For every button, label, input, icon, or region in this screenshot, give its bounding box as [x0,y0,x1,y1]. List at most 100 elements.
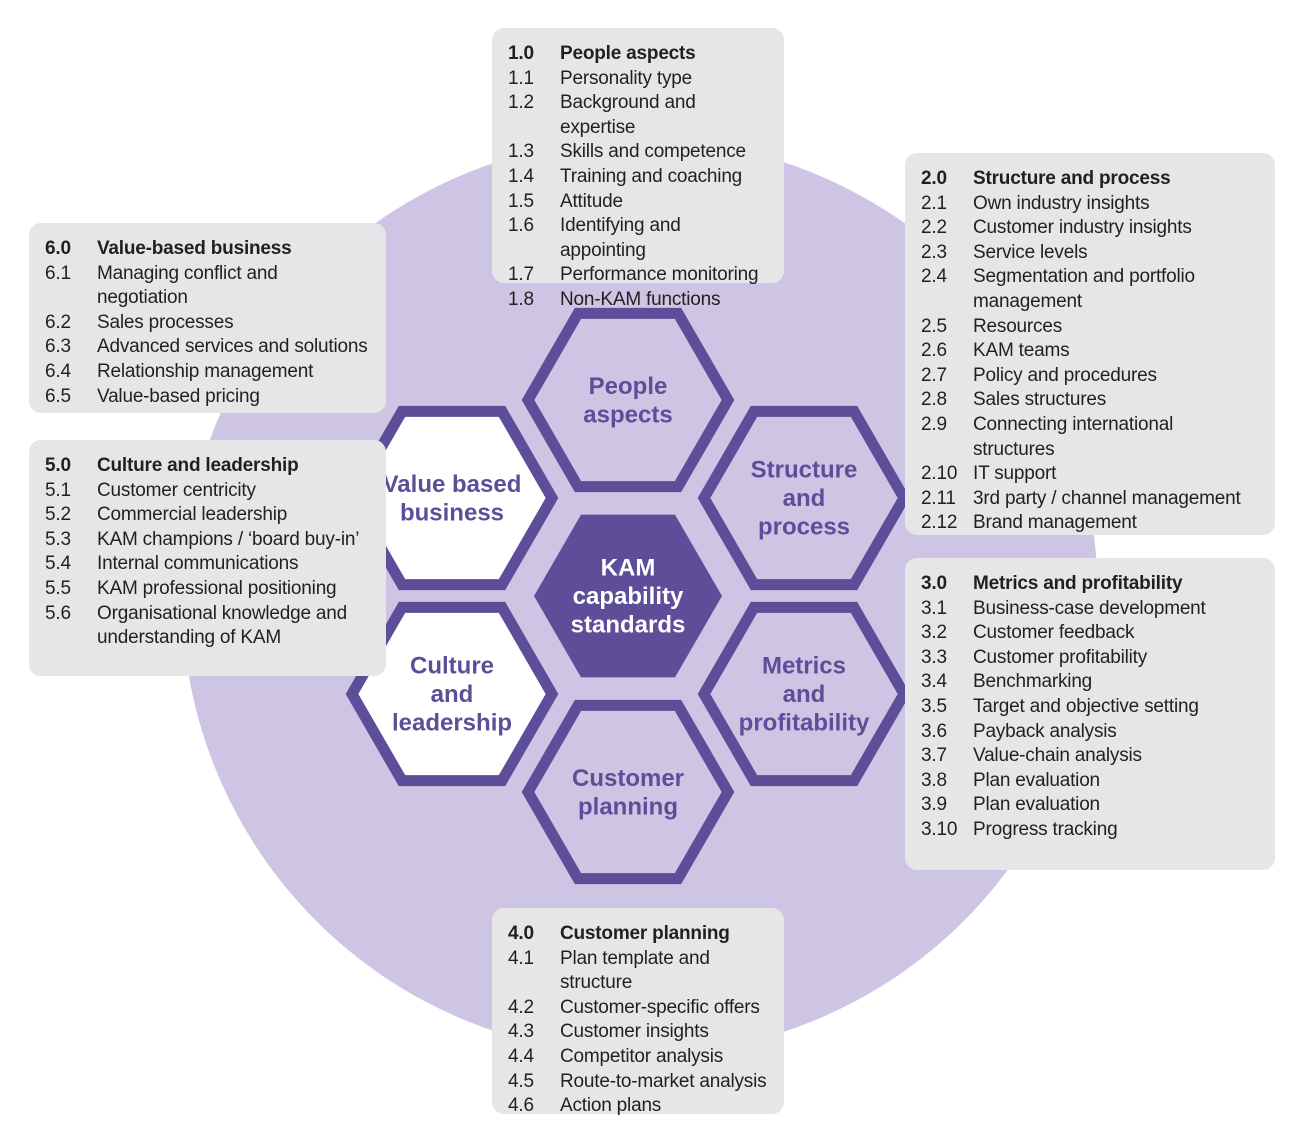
item-number: 5.2 [45,504,71,526]
item-number: 1.4 [508,165,534,187]
item-text: Training and coaching [560,165,743,187]
list-item: 4.1 Plan template and structure [508,947,768,996]
item-number: 1.2 [508,92,534,114]
hexagon-metrics-label-line-2: and [783,681,826,708]
heading-title: People aspects [560,43,696,64]
hexagon-structure-shape [697,405,911,591]
list-item: 1.3 Skills and competence [508,140,768,165]
item-number: 6.3 [45,336,71,358]
hexagon-customer-label-line-2: planning [578,793,678,820]
hexagon-center-label-line-2: capability [573,583,684,610]
item-text: Customer-specific offers [560,996,760,1018]
item-text: Plan template and structure [560,947,710,994]
item-text: Organisational knowledge and understandi… [97,602,348,649]
item-number: 4.6 [508,1095,534,1117]
item-number: 3.10 [921,818,958,840]
list-item: 3.10 Progress tracking [921,818,1259,843]
item-text: Customer feedback [973,622,1135,644]
item-text: Competitor analysis [560,1045,724,1067]
item-number: 2.11 [921,487,956,509]
item-text: Value-chain analysis [973,745,1142,767]
item-number: 5.5 [45,577,71,599]
item-number: 4.5 [508,1070,534,1092]
list-item: 1.4 Training and coaching [508,165,768,190]
item-text: KAM professional positioning [97,577,337,599]
hexagon-culture-label-line-2: and [431,681,474,708]
heading-title: Customer planning [560,923,730,944]
heading-title: Culture and leadership [97,455,299,476]
item-number: 2.12 [921,512,958,534]
item-text: Customer centricity [97,479,256,501]
item-text: Personality type [560,67,692,89]
item-number: 3.6 [921,720,947,742]
heading-number: 5.0 [45,455,71,476]
item-text: Resources [973,315,1063,337]
item-text: Business-case development [973,597,1206,619]
item-number: 1.3 [508,141,534,163]
item-text: KAM teams [973,340,1070,362]
hexagon-value-label-line-2: business [400,499,504,526]
item-number: 2.2 [921,217,947,239]
item-number: 2.8 [921,389,947,411]
item-text: Attitude [560,190,623,212]
item-text: Managing conflict and negotiation [97,262,278,309]
item-number: 2.5 [921,315,947,337]
item-text: Customer insights [560,1021,709,1043]
item-number: 3.1 [921,597,947,619]
item-text: Progress tracking [973,818,1118,840]
hexagon-people-label-line-1: People [589,373,668,400]
item-number: 1.8 [508,288,534,310]
item-number: 3.9 [921,794,947,816]
item-text: Identifying and appointing [560,215,681,261]
hexagon-center-label-line-3: standards [571,612,686,639]
heading-title: Structure and process [973,168,1171,189]
hexagon-culture-shape [345,601,559,787]
item-number: 3.4 [921,671,947,693]
hexagon-customer-label-line-1: Customer [572,765,684,792]
item-text: Background and expertise [560,92,696,138]
item-number: 3.5 [921,695,947,717]
heading-title: Value-based business [97,238,292,259]
item-text: Skills and competence [560,141,746,163]
hexagon-value-label-line-1: Value based [383,471,522,498]
item-number: 2.4 [921,266,947,288]
item-number: 2.10 [921,463,958,485]
item-number: 3.8 [921,769,947,791]
item-number: 3.2 [921,622,947,644]
item-text: Sales structures [973,389,1107,411]
item-number: 6.5 [45,385,71,407]
item-number: 1.7 [508,264,534,286]
item-number: 3.3 [921,646,947,668]
list-item: 1.2 Background and expertise [508,91,768,140]
culture-box-heading: 5.0 Culture and leadership [45,454,370,479]
item-text: Advanced services and solutions [97,336,368,358]
item-text: Performance monitoring [560,264,759,286]
list-item: 3.1 Business-case development [921,597,1259,622]
list-item: 2.8 Sales structures [921,388,1259,413]
item-number: 4.1 [508,947,534,969]
